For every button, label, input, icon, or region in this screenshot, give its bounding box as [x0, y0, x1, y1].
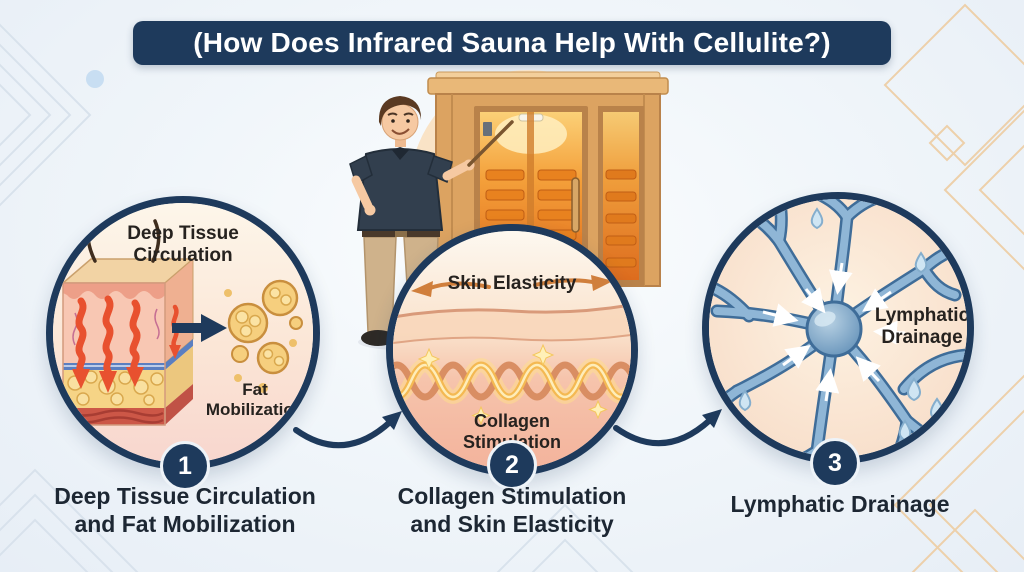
inner-label-line: Fat	[242, 380, 268, 399]
step1-circle: Deep Tissue Circulation Fat Mobilization	[46, 196, 320, 470]
step3-circle: Lymphatic Drainage	[702, 192, 974, 464]
step-number: 1	[178, 451, 192, 480]
title-text: (How Does Infrared Sauna Help With Cellu…	[193, 27, 831, 58]
elasticity-arrows	[411, 275, 613, 297]
step-number: 2	[505, 450, 519, 479]
inner-label-line: Lymphatic	[874, 305, 970, 326]
heat-arrows	[75, 295, 141, 375]
lymphatic-network-illustration	[709, 199, 967, 457]
caption-line: and Skin Elasticity	[410, 511, 614, 537]
inner-label-line: Drainage	[881, 326, 963, 348]
sauna-control-panel	[483, 122, 492, 136]
inner-label-line: Circulation	[133, 244, 233, 266]
step1-number-badge: 1	[160, 441, 210, 491]
title-banner: (How Does Infrared Sauna Help With Cellu…	[133, 21, 891, 65]
step2-number-badge: 2	[487, 440, 537, 490]
inner-label-line: Collagen	[473, 411, 550, 431]
caption-line: Collagen Stimulation	[397, 483, 627, 509]
polo-shirt	[356, 148, 444, 231]
step1-inner-top-label: Deep Tissue Circulation	[53, 223, 313, 267]
pointer-stick	[467, 120, 514, 167]
caption-line: Deep Tissue Circulation	[54, 483, 316, 509]
caption-line: Lymphatic Drainage	[730, 491, 950, 517]
fat-cells	[224, 279, 303, 393]
lymph-node	[805, 300, 863, 358]
inner-label-line: Skin Elasticity	[447, 273, 577, 294]
sauna-door-handle	[571, 177, 580, 233]
step3-number-badge: 3	[810, 438, 860, 488]
step-number: 3	[828, 448, 842, 477]
sparkles	[417, 343, 608, 426]
flow-arrow-1-icon	[293, 411, 402, 449]
step2-circle: Skin Elasticity Collagen Stimulation	[386, 224, 638, 476]
skin-cross-section-illustration	[53, 203, 313, 463]
decorative-dot	[86, 70, 104, 88]
flow-arrow-2-icon	[613, 409, 722, 447]
step1-caption: Deep Tissue Circulation and Fat Mobiliza…	[20, 482, 350, 538]
water-droplets	[738, 207, 944, 457]
collagen-helix	[393, 358, 631, 404]
inner-label-line: Deep Tissue	[127, 223, 239, 244]
step3-inner-label: Lymphatic Drainage	[855, 305, 970, 349]
step3-caption: Lymphatic Drainage	[690, 490, 990, 518]
mobilization-arrow-icon	[172, 314, 227, 342]
hair	[378, 96, 422, 126]
step2-inner-top-label: Skin Elasticity	[393, 273, 631, 295]
collagen-fibers-illustration	[393, 231, 631, 469]
inner-label-line: Mobilization	[205, 399, 305, 419]
flow-direction-arrows	[762, 262, 906, 402]
step1-inner-bottom-label: Fat Mobilization	[180, 380, 313, 419]
caption-line: and Fat Mobilization	[74, 511, 296, 537]
step2-caption: Collagen Stimulation and Skin Elasticity	[377, 482, 647, 538]
